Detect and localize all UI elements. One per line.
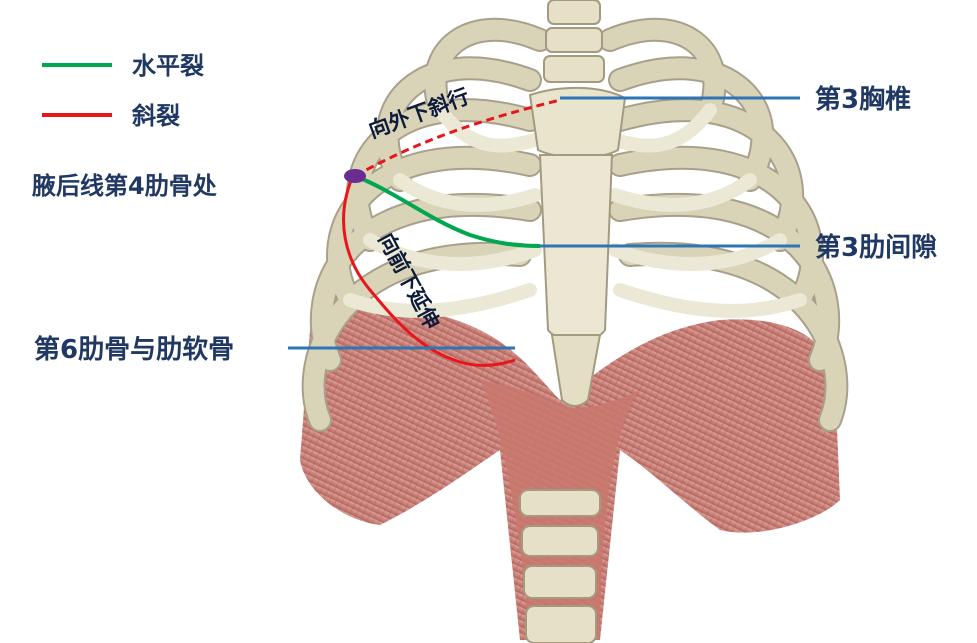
legend: 水平裂 斜裂: [42, 52, 204, 130]
legend-label-horizontal: 水平裂: [132, 52, 204, 80]
oblique-fissure-line: [342, 98, 561, 367]
legend-label-oblique: 斜裂: [131, 102, 180, 130]
lumbar-spine: [519, 489, 601, 643]
label-sixth-rib: 第6肋骨与肋软骨: [34, 334, 234, 365]
label-posterior-axillary: 腋后线第4肋骨处: [32, 172, 217, 200]
thoracic-spine: [543, 0, 605, 83]
marker-dot: [344, 169, 366, 183]
horizontal-fissure-line: [359, 176, 541, 248]
label-third-intercostal: 第3肋间隙: [815, 232, 937, 263]
label-t3-vertebra: 第3胸椎: [815, 84, 911, 115]
sternum: [528, 86, 627, 407]
ribs: [301, 17, 849, 432]
